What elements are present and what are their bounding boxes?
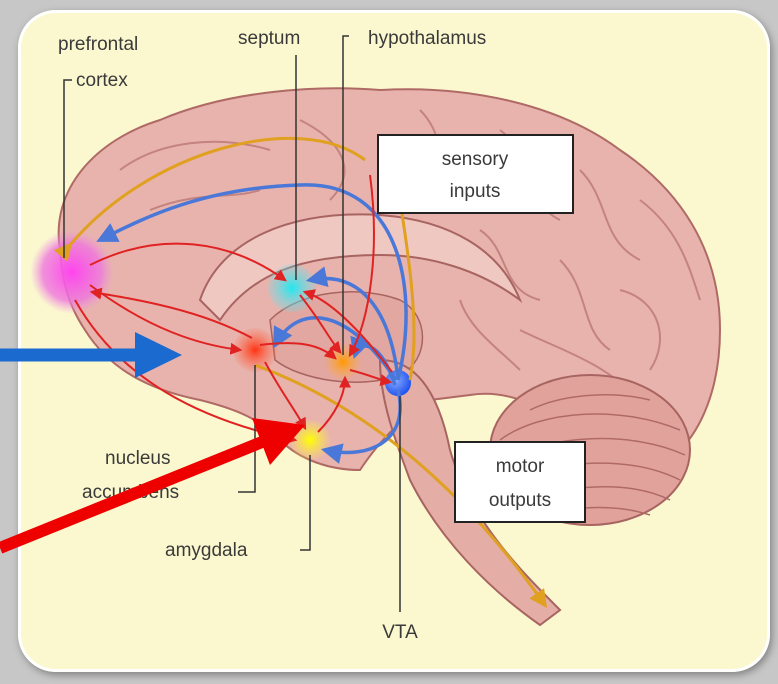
red-pointer-arrow (0, 418, 305, 548)
label-sensory-line1: sensory (442, 149, 509, 170)
label-nucleus-line1: nucleus (105, 448, 171, 469)
label-hypothalamus: hypothalamus (368, 28, 486, 49)
label-prefrontal-line2: cortex (76, 70, 128, 91)
label-prefrontal-line1: prefrontal (58, 34, 138, 55)
label-vta: VTA (382, 622, 418, 643)
label-motor-line2: outputs (489, 490, 551, 511)
label-sensory-line2: inputs (450, 181, 501, 202)
septum-region (268, 264, 316, 312)
label-amygdala: amygdala (165, 540, 248, 561)
label-septum: septum (238, 28, 300, 49)
label-motor-line1: motor (496, 456, 545, 477)
